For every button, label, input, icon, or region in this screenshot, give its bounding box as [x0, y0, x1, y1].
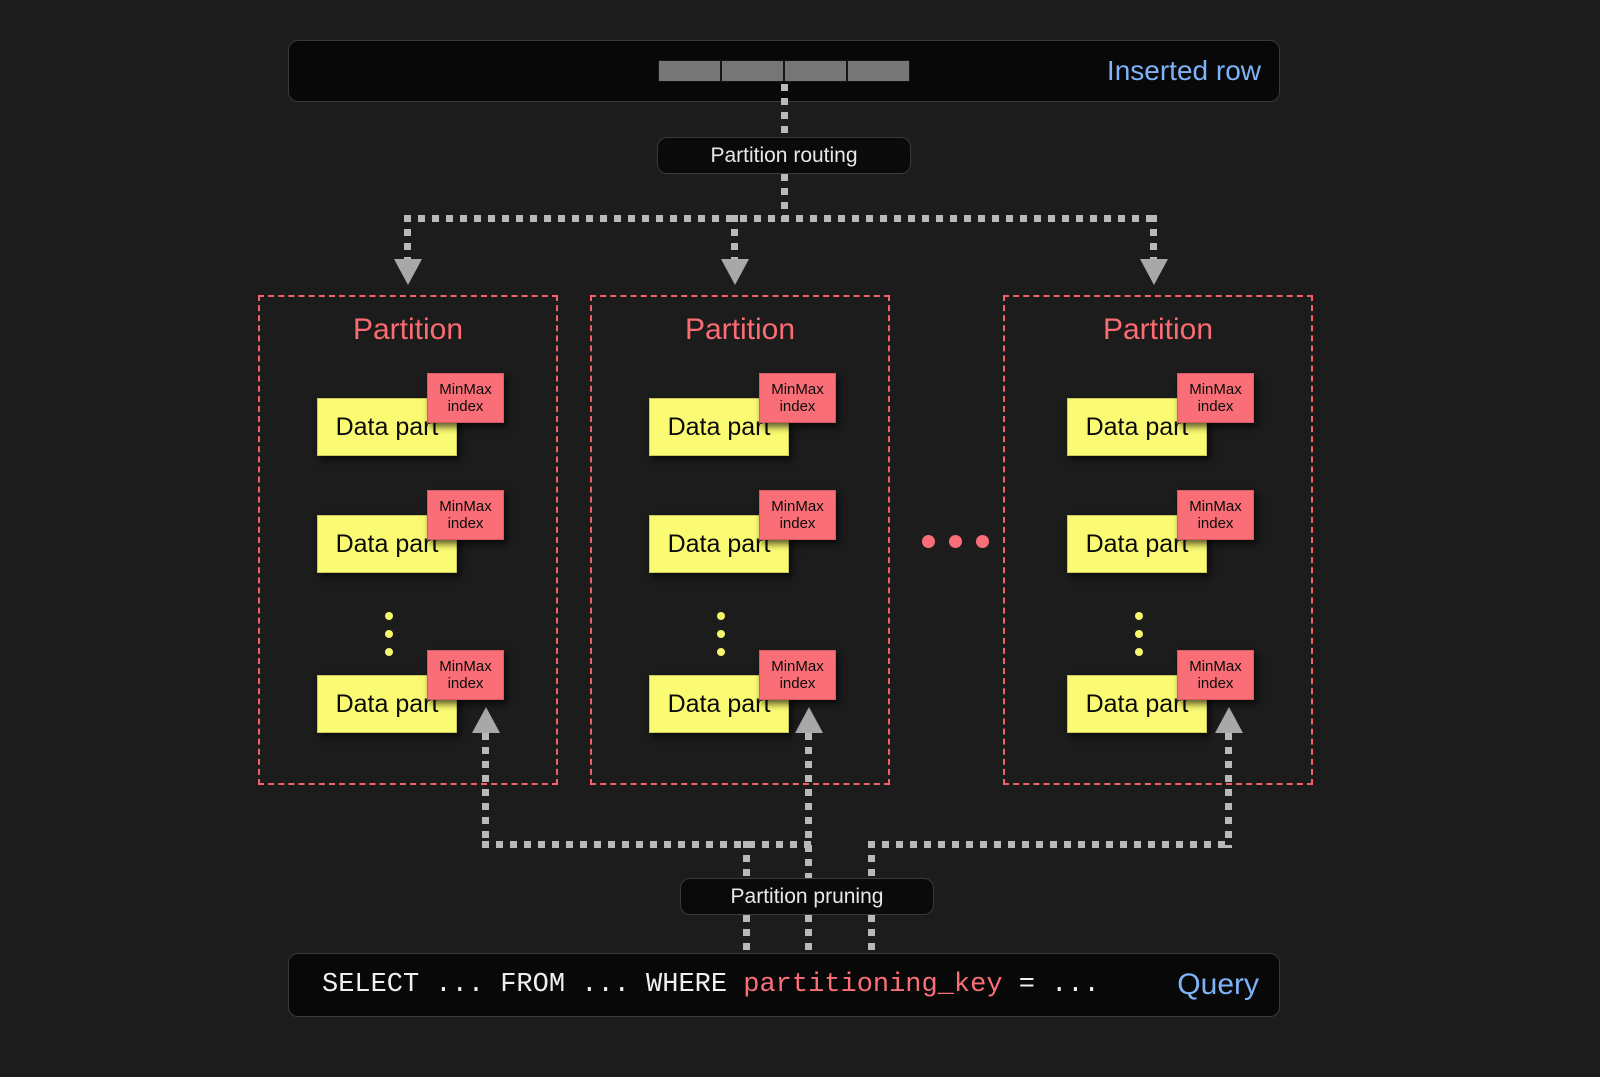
- row-cell: [721, 60, 784, 82]
- row-cell: [658, 60, 721, 82]
- row-cell: [784, 60, 847, 82]
- inserted-row-cells: [658, 60, 910, 82]
- query-text: SELECT ... FROM ... WHERE partitioning_k…: [322, 970, 1100, 1000]
- minmax-line-2: index: [447, 515, 484, 532]
- connector-partition-3-to-prune-bus: [1225, 733, 1232, 848]
- minmax-index: MinMax index: [759, 490, 836, 540]
- connector-prune-to-query-right: [868, 915, 875, 955]
- connector-prune-bus-left-drop: [743, 841, 750, 885]
- connector-routing-to-bus: [781, 174, 788, 222]
- ellipsis-dot: [949, 535, 962, 548]
- minmax-line-2: index: [1197, 515, 1234, 532]
- partition-box-3: Partition Data part MinMax index Data pa…: [1003, 295, 1313, 785]
- ellipsis-dot: [1135, 612, 1143, 620]
- arrow-up-partition-3: [1215, 707, 1243, 733]
- ellipsis-dot: [385, 648, 393, 656]
- connector-bus-to-partition-1: [404, 215, 411, 263]
- partition-box-1: Partition Data part MinMax index Data pa…: [258, 295, 558, 785]
- inserted-row-label: Inserted row: [1106, 55, 1261, 86]
- data-part-ellipsis: [717, 612, 725, 656]
- minmax-line-2: index: [779, 675, 816, 692]
- arrow-down-partition-1: [394, 259, 422, 285]
- minmax-line-1: MinMax: [1189, 497, 1242, 515]
- partition-title: Partition: [1102, 313, 1214, 346]
- minmax-index: MinMax index: [427, 650, 504, 700]
- arrow-up-partition-2: [795, 707, 823, 733]
- minmax-line-2: index: [1197, 675, 1234, 692]
- routing-bus-horizontal: [404, 215, 1160, 222]
- query-label: Query: [1177, 968, 1259, 1001]
- partition-routing-box: Partition routing: [657, 137, 911, 174]
- minmax-line-1: MinMax: [771, 497, 824, 515]
- query-prefix: SELECT ... FROM ... WHERE: [322, 970, 744, 1000]
- connector-prune-bus-right-drop: [868, 841, 875, 885]
- connector-partition-1-to-prune-bus: [482, 733, 489, 848]
- prune-bus-right: [868, 841, 1232, 848]
- ellipsis-dot: [717, 648, 725, 656]
- ellipsis-dot: [1135, 630, 1143, 638]
- query-suffix: = ...: [1002, 970, 1100, 1000]
- connector-row-to-routing: [781, 84, 788, 140]
- minmax-line-1: MinMax: [1189, 657, 1242, 675]
- query-box: SELECT ... FROM ... WHERE partitioning_k…: [288, 953, 1280, 1017]
- minmax-line-1: MinMax: [439, 497, 492, 515]
- minmax-line-1: MinMax: [771, 380, 824, 398]
- connector-bus-to-partition-2: [731, 215, 738, 263]
- connector-bus-to-partition-3: [1150, 215, 1157, 263]
- prune-bus-left: [482, 841, 812, 848]
- arrow-up-partition-1: [472, 707, 500, 733]
- minmax-line-1: MinMax: [771, 657, 824, 675]
- minmax-index: MinMax index: [427, 490, 504, 540]
- minmax-line-2: index: [447, 398, 484, 415]
- connector-partition-2-to-prune: [805, 733, 812, 945]
- minmax-index: MinMax index: [1177, 373, 1254, 423]
- arrow-down-partition-2: [721, 259, 749, 285]
- connector-prune-to-query-left: [743, 915, 750, 955]
- ellipsis-dot: [717, 630, 725, 638]
- minmax-line-2: index: [447, 675, 484, 692]
- data-part-ellipsis: [1135, 612, 1143, 656]
- data-part-ellipsis: [385, 612, 393, 656]
- ellipsis-dot: [976, 535, 989, 548]
- partition-box-2: Partition Data part MinMax index Data pa…: [590, 295, 890, 785]
- ellipsis-dot: [385, 630, 393, 638]
- ellipsis-dot: [1135, 648, 1143, 656]
- arrow-down-partition-3: [1140, 259, 1168, 285]
- ellipsis-dot: [922, 535, 935, 548]
- minmax-line-1: MinMax: [439, 657, 492, 675]
- minmax-line-2: index: [779, 398, 816, 415]
- minmax-line-2: index: [779, 515, 816, 532]
- partition-title: Partition: [684, 313, 796, 346]
- minmax-index: MinMax index: [759, 650, 836, 700]
- ellipsis-dot: [717, 612, 725, 620]
- minmax-line-1: MinMax: [1189, 380, 1242, 398]
- query-partitioning-key: partitioning_key: [743, 970, 1003, 1000]
- partition-ellipsis: [922, 535, 989, 548]
- partition-title: Partition: [352, 313, 464, 346]
- partition-pruning-box: Partition pruning: [680, 878, 934, 915]
- ellipsis-dot: [385, 612, 393, 620]
- minmax-index: MinMax index: [427, 373, 504, 423]
- minmax-index: MinMax index: [759, 373, 836, 423]
- minmax-line-1: MinMax: [439, 380, 492, 398]
- connector-prune-to-query-center: [805, 915, 812, 955]
- row-cell: [847, 60, 910, 82]
- minmax-index: MinMax index: [1177, 650, 1254, 700]
- minmax-index: MinMax index: [1177, 490, 1254, 540]
- minmax-line-2: index: [1197, 398, 1234, 415]
